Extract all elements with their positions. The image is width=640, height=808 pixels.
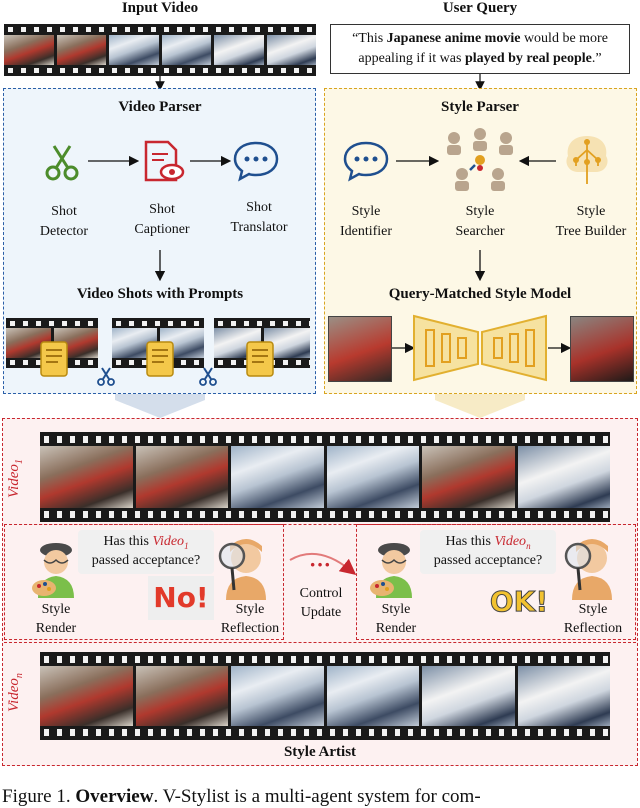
user-query-title: User Query (442, 0, 518, 16)
right-question-bubble (420, 530, 556, 574)
control-update-dots: ··· (308, 552, 331, 577)
style-artist-title: Style Artist (283, 744, 357, 760)
shot-captioner-label-1: Shot (149, 202, 175, 217)
right-question-line-1: Has this Videon (445, 534, 531, 551)
style-parser-title: Style Parser (441, 99, 519, 115)
control-update-label-1: Control (299, 586, 343, 601)
scroll-prompt-icon (40, 341, 68, 377)
magnifier-reviewer-icon (218, 539, 266, 600)
videon-filmstrip (40, 652, 610, 740)
style-searcher-label-2: Searcher (455, 224, 505, 239)
style-render-label-1: Style (381, 602, 411, 617)
control-update-arrow (289, 553, 357, 576)
query-matched-style-model-title: Query-Matched Style Model (388, 286, 572, 302)
figure-caption: Figure 1. Overview. V-Stylist is a multi… (2, 786, 481, 807)
chat-bubble-icon (343, 141, 389, 182)
style-model-output-image (570, 316, 634, 382)
video1-row (4, 420, 636, 525)
left-question-bubble (78, 530, 214, 574)
control-update-label-2: Update (300, 605, 342, 620)
left-review-box (4, 524, 284, 640)
painter-artist-icon (32, 543, 74, 598)
shot-detector-label-1: Shot (51, 204, 77, 219)
scissors-icon (97, 367, 115, 386)
style-reflection-label-1: Style (578, 602, 608, 617)
shot-translator-label-2: Translator (230, 220, 288, 235)
scroll-prompt-icon (146, 341, 174, 377)
left-question-line-2: passed acceptance? (91, 553, 201, 568)
style-tree-builder-label-2: Tree Builder (555, 224, 627, 239)
right-review-box (356, 524, 636, 640)
style-render-label-1: Style (41, 602, 71, 617)
video-parser-title: Video Parser (118, 99, 202, 115)
painter-artist-icon (370, 543, 412, 598)
shot-detector-label-2: Detector (39, 224, 89, 239)
video-shots-with-prompts-title: Video Shots with Prompts (76, 286, 244, 302)
ok-badge: OK! (489, 585, 549, 619)
style-model-input-image (328, 316, 392, 382)
style-render-label-2: Render (375, 621, 417, 636)
document-eye-icon (144, 140, 185, 182)
section-transition-arrows (115, 394, 525, 418)
input-video-title: Input Video (121, 0, 199, 16)
user-query-line-1: “This Japanese anime movie would be more (352, 31, 608, 46)
style-searcher-label-1: Style (465, 204, 495, 219)
style-reflection-label-2: Reflection (220, 621, 280, 636)
people-search-icon (447, 128, 513, 191)
style-reflection-label-2: Reflection (563, 621, 623, 636)
magnifier-reviewer-icon (564, 539, 612, 600)
user-query-box (330, 24, 630, 74)
chat-bubble-icon (233, 141, 279, 182)
style-model-network (392, 314, 570, 382)
top-arrows (155, 74, 485, 91)
no-badge: No! (148, 576, 214, 620)
tree-icon (566, 136, 608, 184)
right-question-line-2: passed acceptance? (433, 553, 543, 568)
style-render-label-2: Render (35, 621, 77, 636)
scissors-icon (45, 145, 79, 181)
style-identifier-label-2: Identifier (339, 224, 393, 239)
left-question-line-1: Has this Video1 (103, 534, 189, 551)
style-identifier-label-1: Style (351, 204, 381, 219)
style-tree-builder-label-1: Style (576, 204, 606, 219)
scroll-prompt-icon (246, 341, 274, 377)
style-parser-arrows (396, 155, 556, 282)
scissors-icon (199, 367, 217, 386)
style-reflection-label-1: Style (235, 602, 265, 617)
videon-row-divider (4, 642, 636, 643)
video1-filmstrip (40, 432, 610, 522)
input-video-filmstrip (4, 24, 316, 76)
shot-translator-label-1: Shot (246, 200, 272, 215)
video-parser-arrows (88, 155, 232, 282)
shot-captioner-label-2: Captioner (134, 222, 190, 237)
user-query-line-2: appealing if it was played by real peopl… (358, 51, 602, 66)
shot-strip-3 (214, 318, 310, 368)
